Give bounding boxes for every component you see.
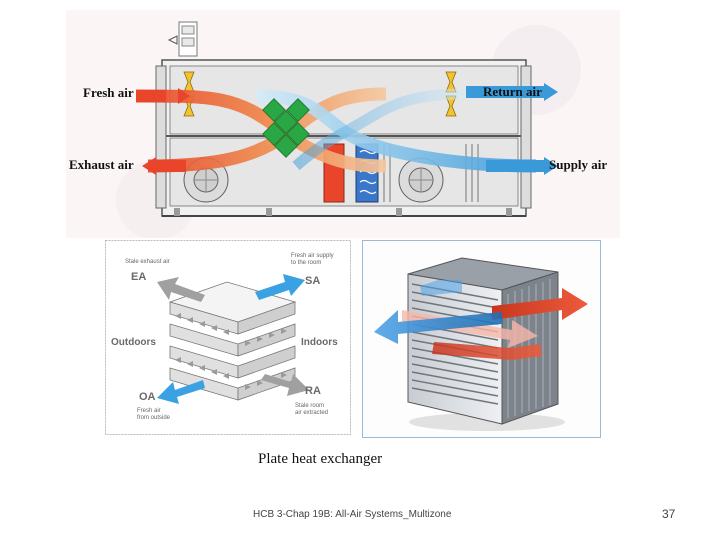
stale-room-air-label-line1: Stale room (295, 403, 324, 409)
stale-room-air-label-line2: air extracted (295, 410, 328, 416)
stale-exhaust-air-label: Stale exhaust air (125, 259, 170, 265)
ahu-diagram (66, 10, 620, 240)
plate-exchanger-schematic-graphic: Stale exhaust air EA Fresh air supply to… (105, 240, 351, 435)
return-air-label: Return air (483, 84, 542, 99)
indoors-label: Indoors (301, 337, 338, 348)
fresh-air-outside-label-line2: from outside (137, 415, 171, 421)
ahu-diagram-graphic (66, 10, 620, 240)
fresh-air-supply-label-line2: to the room (291, 260, 321, 266)
figure-caption: Plate heat exchanger (258, 451, 383, 467)
slide-footer: HCB 3-Chap 19B: All-Air Systems_Multizon… (253, 509, 452, 520)
fresh-air-label: Fresh air (83, 85, 134, 100)
outdoors-label: Outdoors (111, 337, 156, 348)
page-number: 37 (662, 507, 676, 521)
sa-label: SA (305, 275, 320, 287)
plate-exchanger-photo-graphic (362, 240, 601, 438)
supply-air-label: Supply air (549, 157, 608, 172)
ea-label: EA (131, 271, 146, 283)
ra-label: RA (305, 385, 321, 397)
plate-exchanger-schematic: Stale exhaust air EA Fresh air supply to… (105, 240, 351, 435)
plate-exchanger-photo (362, 240, 601, 438)
oa-label: OA (139, 391, 156, 403)
fresh-air-supply-label-line1: Fresh air supply (291, 253, 334, 259)
exhaust-air-label: Exhaust air (69, 157, 134, 172)
fresh-air-outside-label-line1: Fresh air (137, 408, 161, 414)
